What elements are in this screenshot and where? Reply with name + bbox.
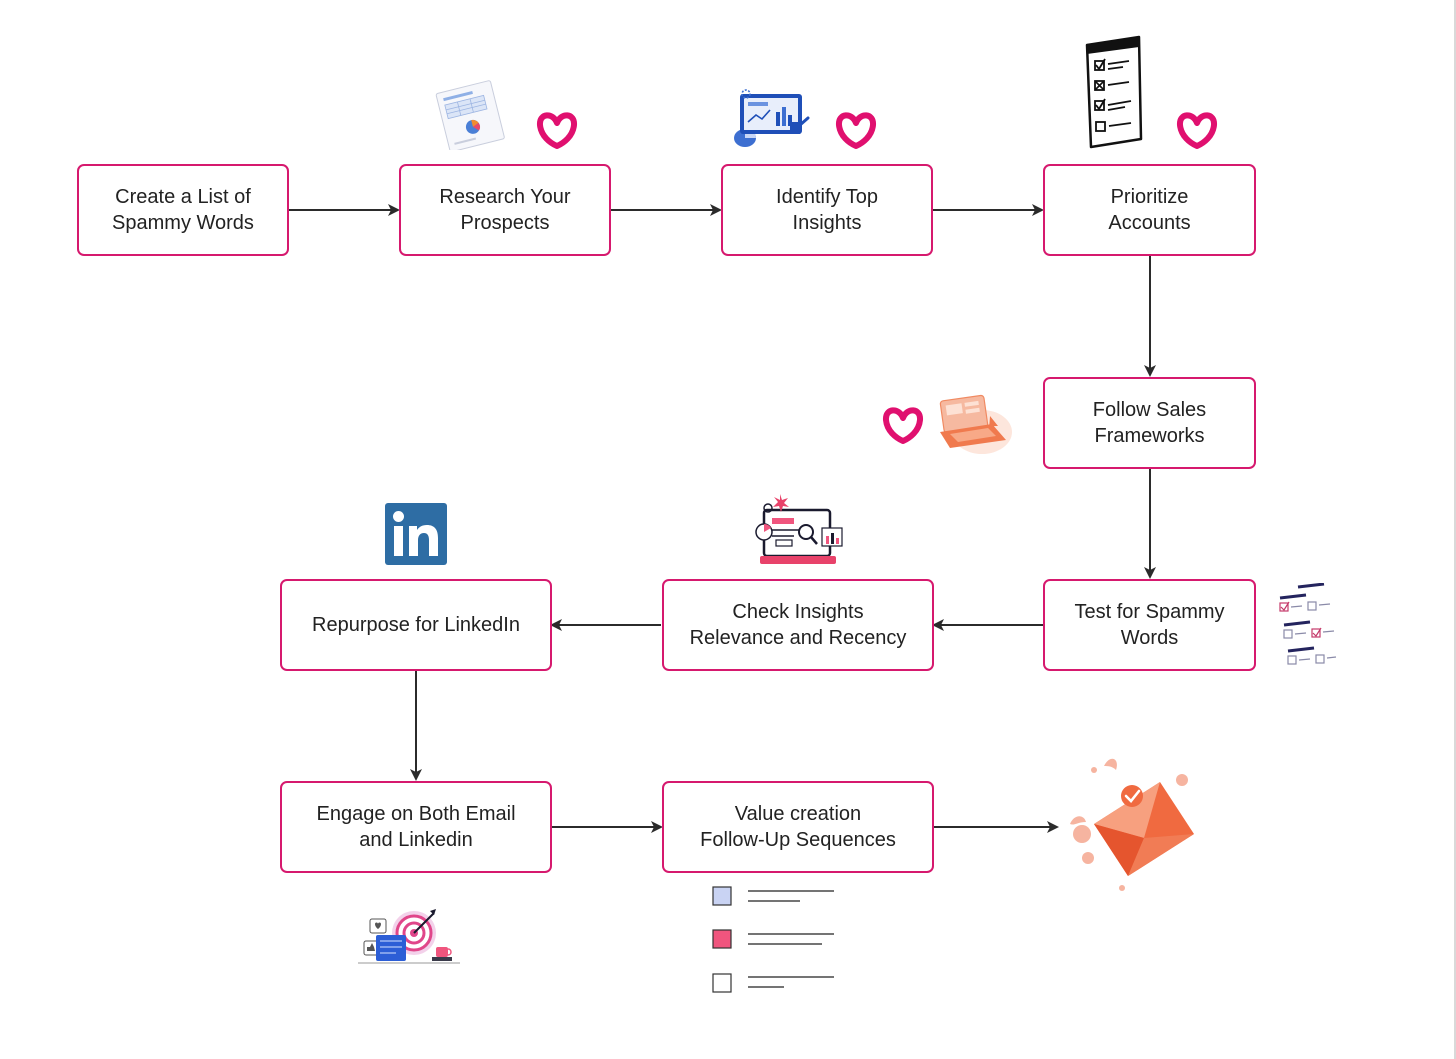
step-followup-sequences: Value creation Follow-Up Sequences xyxy=(662,781,934,873)
step-check-insights: Check Insights Relevance and Recency xyxy=(662,579,934,671)
laptop-browser-icon xyxy=(939,394,1012,454)
color-legend-icon xyxy=(712,886,834,993)
email-envelope-icon xyxy=(1070,758,1194,891)
step-test-spammy-words: Test for Spammy Words xyxy=(1043,579,1256,671)
checklist-clipboard-icon xyxy=(1085,35,1143,149)
step-engage-email-linkedin: Engage on Both Email and Linkedin xyxy=(280,781,552,873)
analytics-dashboard-icon xyxy=(734,89,810,147)
report-document-icon xyxy=(435,80,505,150)
legend-swatch-pink xyxy=(712,929,732,949)
step-create-spammy-list: Create a List of Spammy Words xyxy=(77,164,289,256)
heart-logo-icon xyxy=(836,112,876,149)
step-research-prospects: Research Your Prospects xyxy=(399,164,611,256)
step-repurpose-linkedin: Repurpose for LinkedIn xyxy=(280,579,552,671)
linkedin-logo-icon xyxy=(385,503,447,565)
step-prioritize-accounts: Prioritize Accounts xyxy=(1043,164,1256,256)
target-goal-icon xyxy=(358,909,460,964)
monitor-search-icon xyxy=(755,494,843,564)
form-checklist-icon xyxy=(1279,583,1337,665)
heart-logo-icon xyxy=(537,112,577,149)
step-identify-insights: Identify Top Insights xyxy=(721,164,933,256)
legend-swatch-blue xyxy=(712,886,732,906)
heart-logo-icon xyxy=(883,407,923,444)
heart-logo-icon xyxy=(1177,112,1217,149)
step-follow-frameworks: Follow Sales Frameworks xyxy=(1043,377,1256,469)
page-right-edge xyxy=(1454,0,1456,1059)
legend-swatch-white xyxy=(712,973,732,993)
